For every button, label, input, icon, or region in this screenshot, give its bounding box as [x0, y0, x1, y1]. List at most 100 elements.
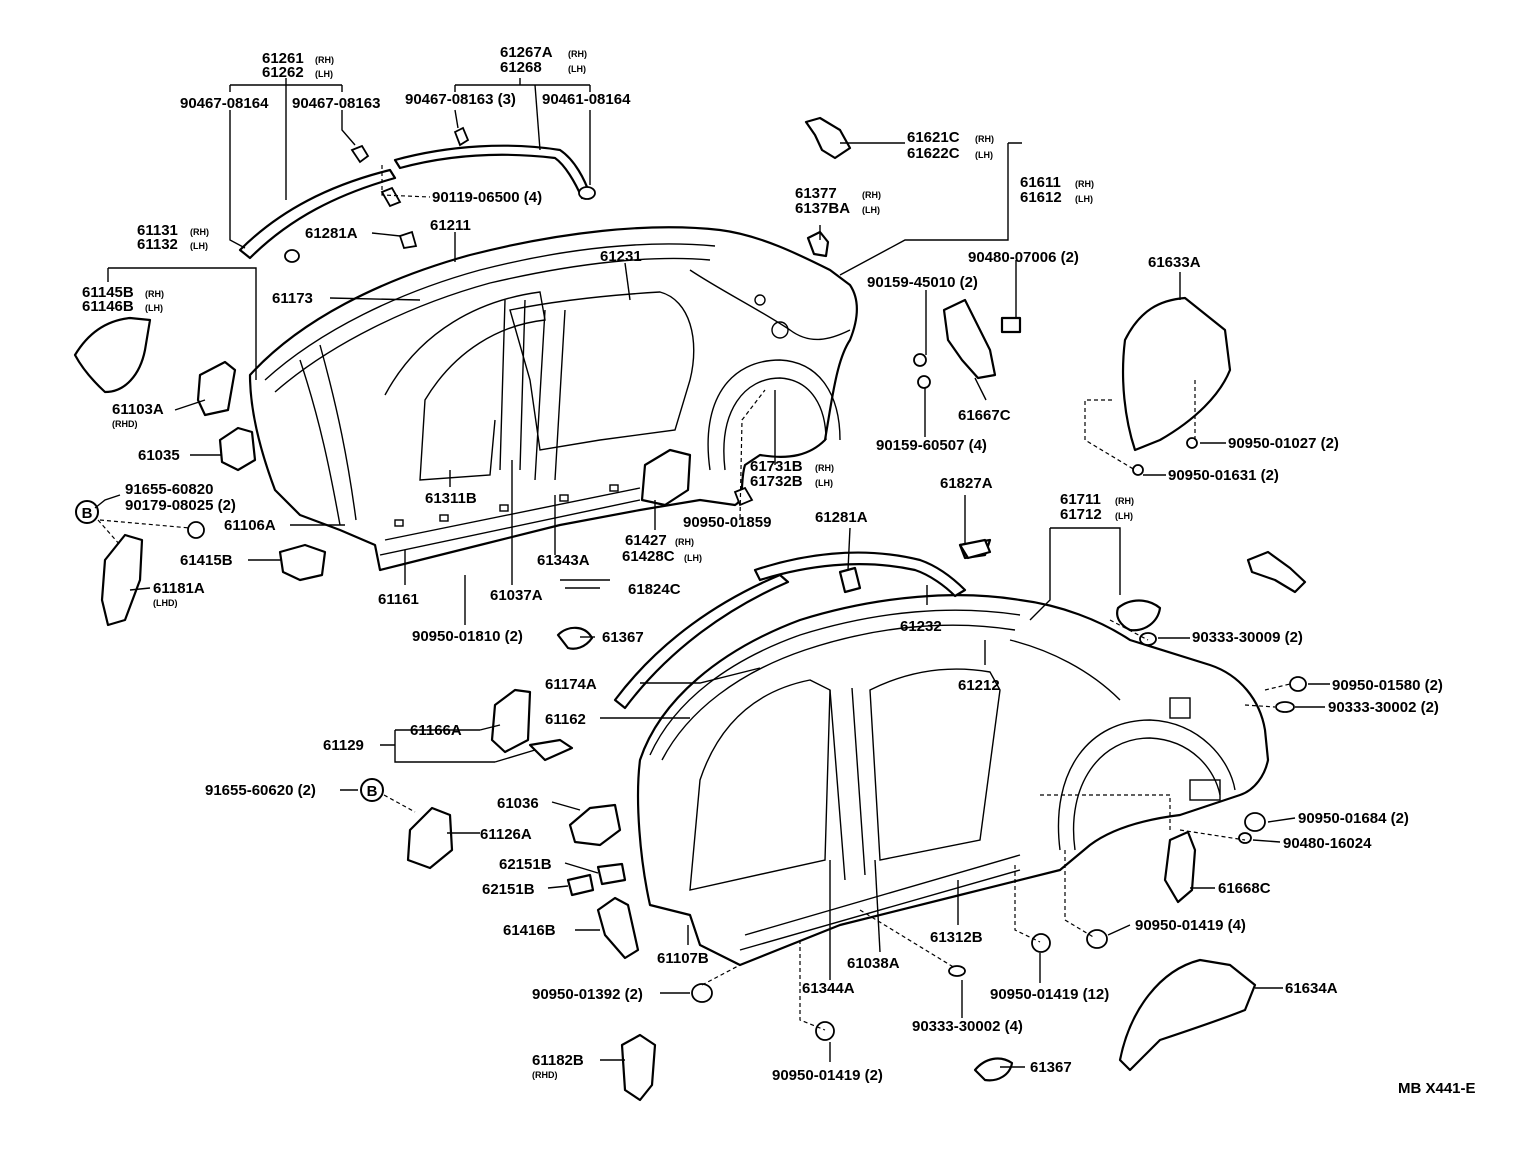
label-90333-30009: 90333-30009 (2) — [1192, 629, 1303, 646]
label-90333-30002-2: 90333-30002 (2) — [1328, 699, 1439, 716]
label-61261: 61261 — [262, 50, 304, 67]
label-61377: 61377 — [795, 185, 837, 202]
label-61427: 61427 — [625, 532, 667, 549]
label-61145b-rh: (RH) — [145, 289, 164, 299]
label-62151b-2: 62151B — [482, 881, 535, 898]
label-90950-01419-2: 90950-01419 (2) — [772, 1067, 883, 1084]
label-90950-01027: 90950-01027 (2) — [1228, 435, 1339, 452]
label-61281a-top: 61281A — [305, 225, 358, 242]
lower-front-brackets — [406, 626, 713, 1102]
label-61129: 61129 — [323, 737, 364, 754]
label-91655-60820: 91655-60820 — [125, 481, 213, 498]
label-61126a: 61126A — [480, 826, 532, 843]
label-61146b-lh: (LH) — [145, 303, 163, 313]
label-61103a-rhd: (RHD) — [112, 419, 138, 429]
label-61612-lh: (LH) — [1075, 194, 1093, 204]
label-61036: 61036 — [497, 795, 539, 812]
label-61161: 61161 — [378, 591, 419, 608]
label-90950-01419-12: 90950-01419 (12) — [990, 986, 1109, 1003]
label-61428c-lh: (LH) — [684, 553, 702, 563]
label-61621c: 61621C — [907, 129, 960, 146]
upper-body-side-panel — [248, 226, 858, 572]
label-61711-rh: (RH) — [1115, 496, 1134, 506]
label-61427-rh: (RH) — [675, 537, 694, 547]
part-labels: 61261 (RH) 61262 (LH) 61267A (RH) 61268 … — [82, 44, 1476, 1097]
label-61634a: 61634A — [1285, 980, 1338, 997]
label-61827a: 61827A — [940, 475, 993, 492]
label-61174a: 61174A — [545, 676, 597, 693]
label-91655-60620: 91655-60620 (2) — [205, 782, 316, 799]
label-90480-16024: 90480-16024 — [1283, 835, 1372, 852]
lower-roof-rail-parts — [613, 538, 1307, 713]
label-61035: 61035 — [138, 447, 180, 464]
label-61181a: 61181A — [153, 580, 205, 597]
label-61712: 61712 — [1060, 506, 1102, 523]
label-61038a: 61038A — [847, 955, 900, 972]
label-61173: 61173 — [272, 290, 313, 307]
label-61132: 61132 — [137, 236, 178, 253]
figure-code: MB X441-E — [1398, 1080, 1476, 1097]
label-61731b-rh: (RH) — [815, 463, 834, 473]
label-90159-60507: 90159-60507 (4) — [876, 437, 987, 454]
lower-body-side-panel — [636, 594, 1270, 967]
label-61182b-rhd: (RHD) — [532, 1070, 558, 1080]
label-61166a: 61166A — [410, 722, 462, 739]
label-61107b: 61107B — [657, 950, 709, 967]
callout-b-lower — [360, 778, 384, 802]
label-61267a-rh: (RH) — [568, 49, 587, 59]
label-61106a: 61106A — [224, 517, 276, 534]
label-61732b-lh: (LH) — [815, 478, 833, 488]
label-61132-lh: (LH) — [190, 241, 208, 251]
label-61415b: 61415B — [180, 552, 233, 569]
callout-b-markers: B B — [75, 500, 384, 802]
label-61621c-rh: (RH) — [975, 134, 994, 144]
lower-quarter-parts — [815, 538, 1266, 1082]
label-61668c: 61668C — [1218, 880, 1271, 897]
label-61712-lh: (LH) — [1115, 511, 1133, 521]
label-61367-lower: 61367 — [1030, 1059, 1072, 1076]
label-90333-30002-4: 90333-30002 (4) — [912, 1018, 1023, 1035]
label-61231: 61231 — [600, 248, 642, 265]
label-61145b: 61145B — [82, 284, 134, 301]
label-61428c: 61428C — [622, 548, 675, 565]
label-90467-08163: 90467-08163 — [292, 95, 380, 112]
label-61378a: 6137BA — [795, 200, 850, 217]
label-61377-rh: (RH) — [862, 190, 881, 200]
label-61211: 61211 — [430, 217, 471, 234]
label-61667c: 61667C — [958, 407, 1011, 424]
label-90179-08025: 90179-08025 (2) — [125, 497, 236, 514]
label-61232: 61232 — [900, 618, 942, 635]
label-61633a: 61633A — [1148, 254, 1201, 271]
label-61611: 61611 — [1020, 174, 1061, 191]
roof-drip-molding-parts — [238, 126, 596, 263]
callout-b-upper — [75, 500, 99, 524]
label-61162: 61162 — [545, 711, 586, 728]
label-90950-01859: 90950-01859 — [683, 514, 771, 531]
label-90461-08164: 90461-08164 — [542, 91, 631, 108]
label-90467-08164: 90467-08164 — [180, 95, 269, 112]
label-61611-rh: (RH) — [1075, 179, 1094, 189]
label-61212: 61212 — [958, 677, 1000, 694]
label-61732b: 61732B — [750, 473, 803, 490]
label-90119-06500: 90119-06500 (4) — [432, 189, 542, 206]
label-61343a: 61343A — [537, 552, 590, 569]
label-90467-08163-3: 90467-08163 (3) — [405, 91, 516, 108]
label-62151b-1: 62151B — [499, 856, 552, 873]
label-61367-upper: 61367 — [602, 629, 644, 646]
label-61622c: 61622C — [907, 145, 960, 162]
label-61131-rh: (RH) — [190, 227, 209, 237]
leader-lines — [94, 78, 1330, 1068]
label-90159-45010: 90159-45010 (2) — [867, 274, 978, 291]
label-61824c: 61824C — [628, 581, 681, 598]
label-61311b: 61311B — [425, 490, 477, 507]
callout-b-lower-text: B — [367, 783, 378, 800]
quarter-inner-parts — [640, 116, 1232, 507]
label-61612: 61612 — [1020, 189, 1062, 206]
label-61146b: 61146B — [82, 298, 134, 315]
label-90950-01810: 90950-01810 (2) — [412, 628, 523, 645]
label-61378a-lh: (LH) — [862, 205, 880, 215]
label-90950-01419-4: 90950-01419 (4) — [1135, 917, 1246, 934]
label-61711: 61711 — [1060, 491, 1101, 508]
label-90950-01580: 90950-01580 (2) — [1332, 677, 1443, 694]
label-61262: 61262 — [262, 64, 304, 81]
